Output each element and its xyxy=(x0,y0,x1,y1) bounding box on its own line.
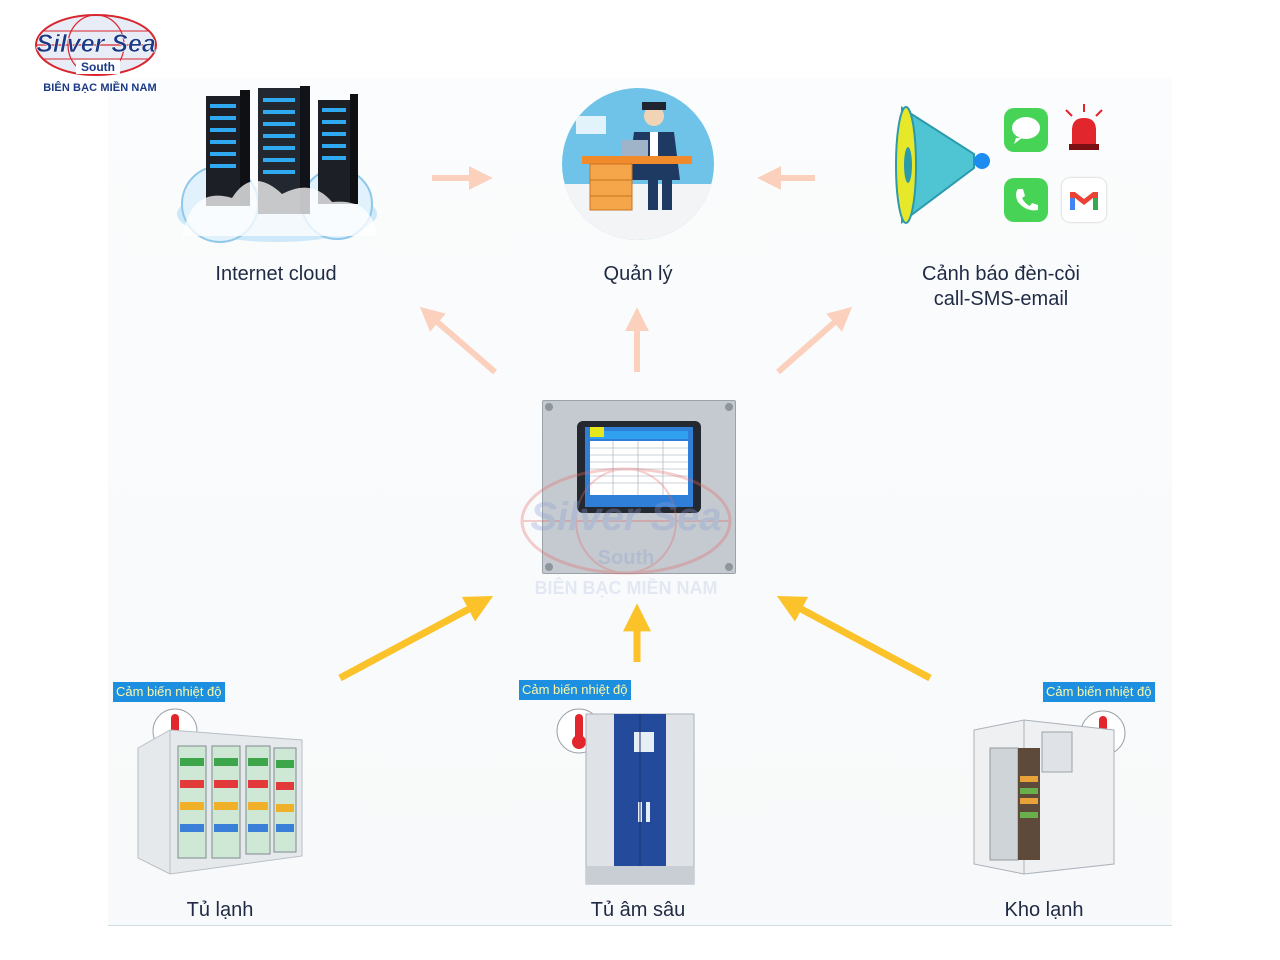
watermark-name: Silver Sea xyxy=(530,495,721,539)
message-icon xyxy=(1004,108,1048,152)
arrow-center-to-cloud xyxy=(419,306,497,375)
label-cold-room: Kho lạnh xyxy=(1004,899,1084,921)
gmail-icon xyxy=(1062,178,1106,222)
arrow-fridge-to-center xyxy=(338,596,494,682)
brand-name: Silver Sea xyxy=(36,30,156,58)
deep-freezer-icon xyxy=(584,712,696,893)
sensor-tag-fridge: Cảm biến nhiệt độ xyxy=(113,682,225,702)
label-alerts: Cảnh báo đèn-còi call-SMS-email xyxy=(890,262,1112,312)
label-internet-cloud: Internet cloud xyxy=(215,263,337,285)
label-manager: Quản lý xyxy=(603,263,673,285)
brand-watermark: Silver Sea South BIÊN BẠC MIỀN NAM xyxy=(518,466,734,606)
watermark-tagline: BIÊN BẠC MIỀN NAM xyxy=(534,578,718,598)
megaphone-icon xyxy=(895,106,990,224)
arrow-center-to-alerts xyxy=(776,306,853,375)
watermark-sub: South xyxy=(598,547,655,569)
brand-sub: South xyxy=(81,60,115,74)
label-deep-freezer: Tủ âm sâu xyxy=(590,899,686,921)
arrow-coldroom-to-center xyxy=(776,596,932,682)
cloud-server-icon xyxy=(172,82,382,249)
alert-icons-group xyxy=(890,100,1110,235)
siren-icon xyxy=(1060,102,1108,157)
sensor-tag-coldroom: Cảm biến nhiệt độ xyxy=(1043,682,1155,702)
sensor-tag-freezer: Cảm biến nhiệt độ xyxy=(519,680,631,700)
phone-icon xyxy=(1004,178,1048,222)
manager-icon xyxy=(562,84,714,249)
label-fridge: Tủ lạnh xyxy=(186,899,254,921)
brand-tagline: BIÊN BẠC MIỀN NAM xyxy=(43,82,157,94)
cold-room-icon xyxy=(970,718,1120,883)
divider xyxy=(108,925,1172,926)
brand-logo: Silver Sea South BIÊN BẠC MIỀN NAM xyxy=(30,14,170,98)
controller-panel xyxy=(542,400,736,574)
label-alerts-line1: Cảnh báo đèn-còi xyxy=(922,263,1080,285)
label-alerts-line2: call-SMS-email xyxy=(933,288,1069,310)
display-fridge-icon xyxy=(134,728,304,883)
